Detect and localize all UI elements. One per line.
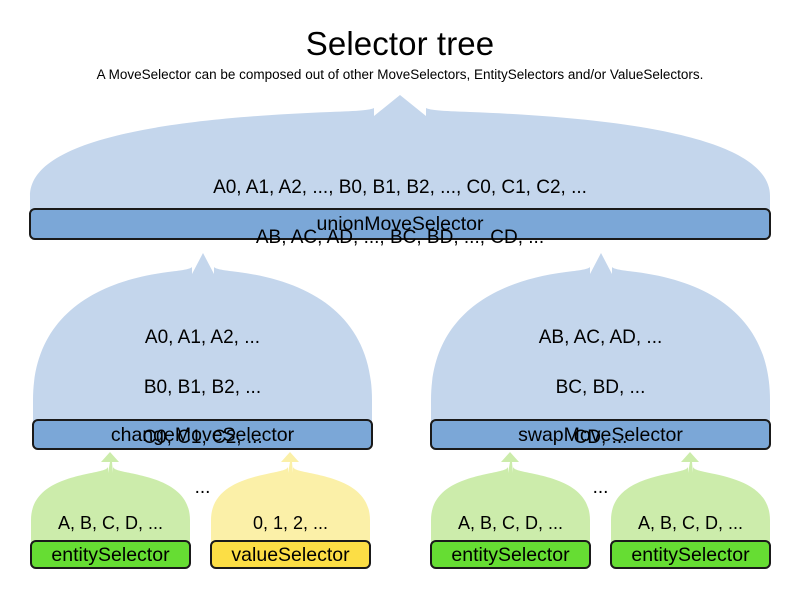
page-subtitle: A MoveSelector can be composed out of ot… bbox=[96, 67, 704, 82]
leaf-entity-selector-2-dome bbox=[431, 452, 590, 544]
leaf-entity-selector-2-bar[interactable] bbox=[430, 540, 591, 569]
leaf-value-selector-bar[interactable] bbox=[210, 540, 371, 569]
union-move-selector-bar[interactable] bbox=[29, 208, 771, 240]
swap-move-selector-bar[interactable] bbox=[430, 419, 771, 450]
leaf-entity-selector-3-dome bbox=[611, 452, 770, 544]
change-move-selector-dome bbox=[33, 253, 372, 423]
leaf-entity-selector-1-bar[interactable] bbox=[30, 540, 191, 569]
change-move-selector-bar[interactable] bbox=[32, 419, 373, 450]
swap-move-selector-dome bbox=[431, 253, 770, 423]
page-title: Selector tree bbox=[305, 25, 495, 62]
leaf-value-selector-dome bbox=[211, 452, 370, 544]
leaf-entity-selector-3-bar[interactable] bbox=[610, 540, 771, 569]
leaf-entity-selector-1-dome bbox=[31, 452, 190, 544]
union-move-selector-dome bbox=[30, 95, 770, 212]
